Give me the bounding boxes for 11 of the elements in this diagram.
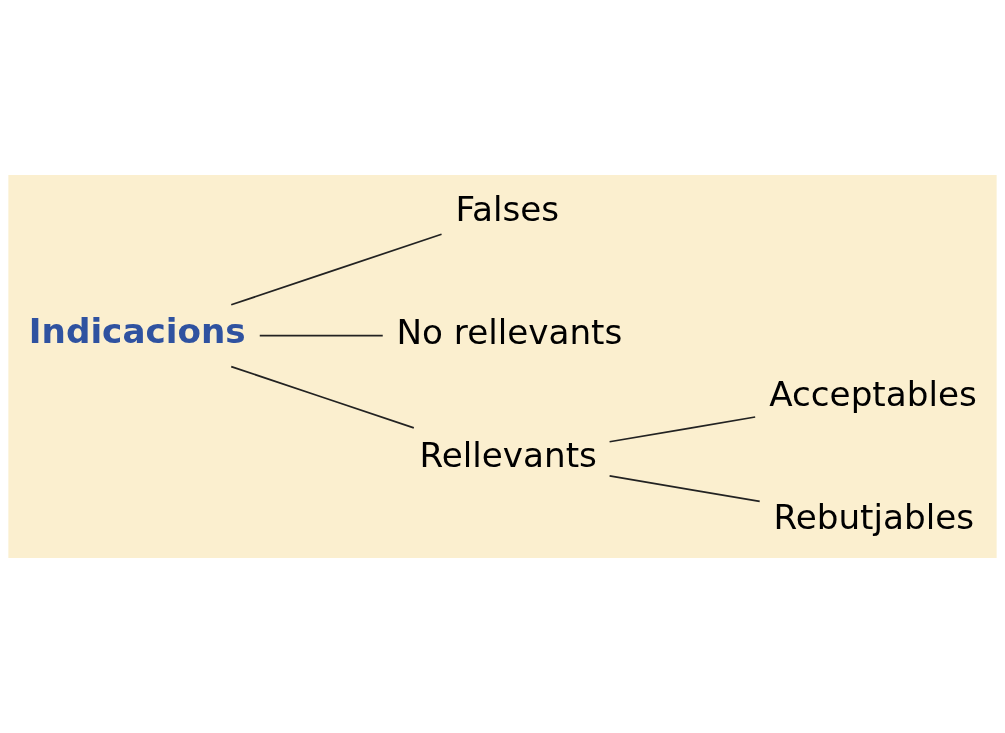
node-text: Indicacions: [28, 310, 246, 351]
connector: [230, 365, 415, 429]
node-text: Rellevants: [419, 435, 597, 476]
node-text: Acceptables: [769, 373, 977, 414]
node-text: No rellevants: [396, 312, 623, 353]
connector: [230, 233, 443, 306]
node-text: Rebutjables: [773, 496, 975, 537]
connector: [608, 475, 761, 503]
connector: [608, 416, 757, 443]
node-text: Falses: [455, 189, 560, 230]
connector: [258, 334, 384, 337]
